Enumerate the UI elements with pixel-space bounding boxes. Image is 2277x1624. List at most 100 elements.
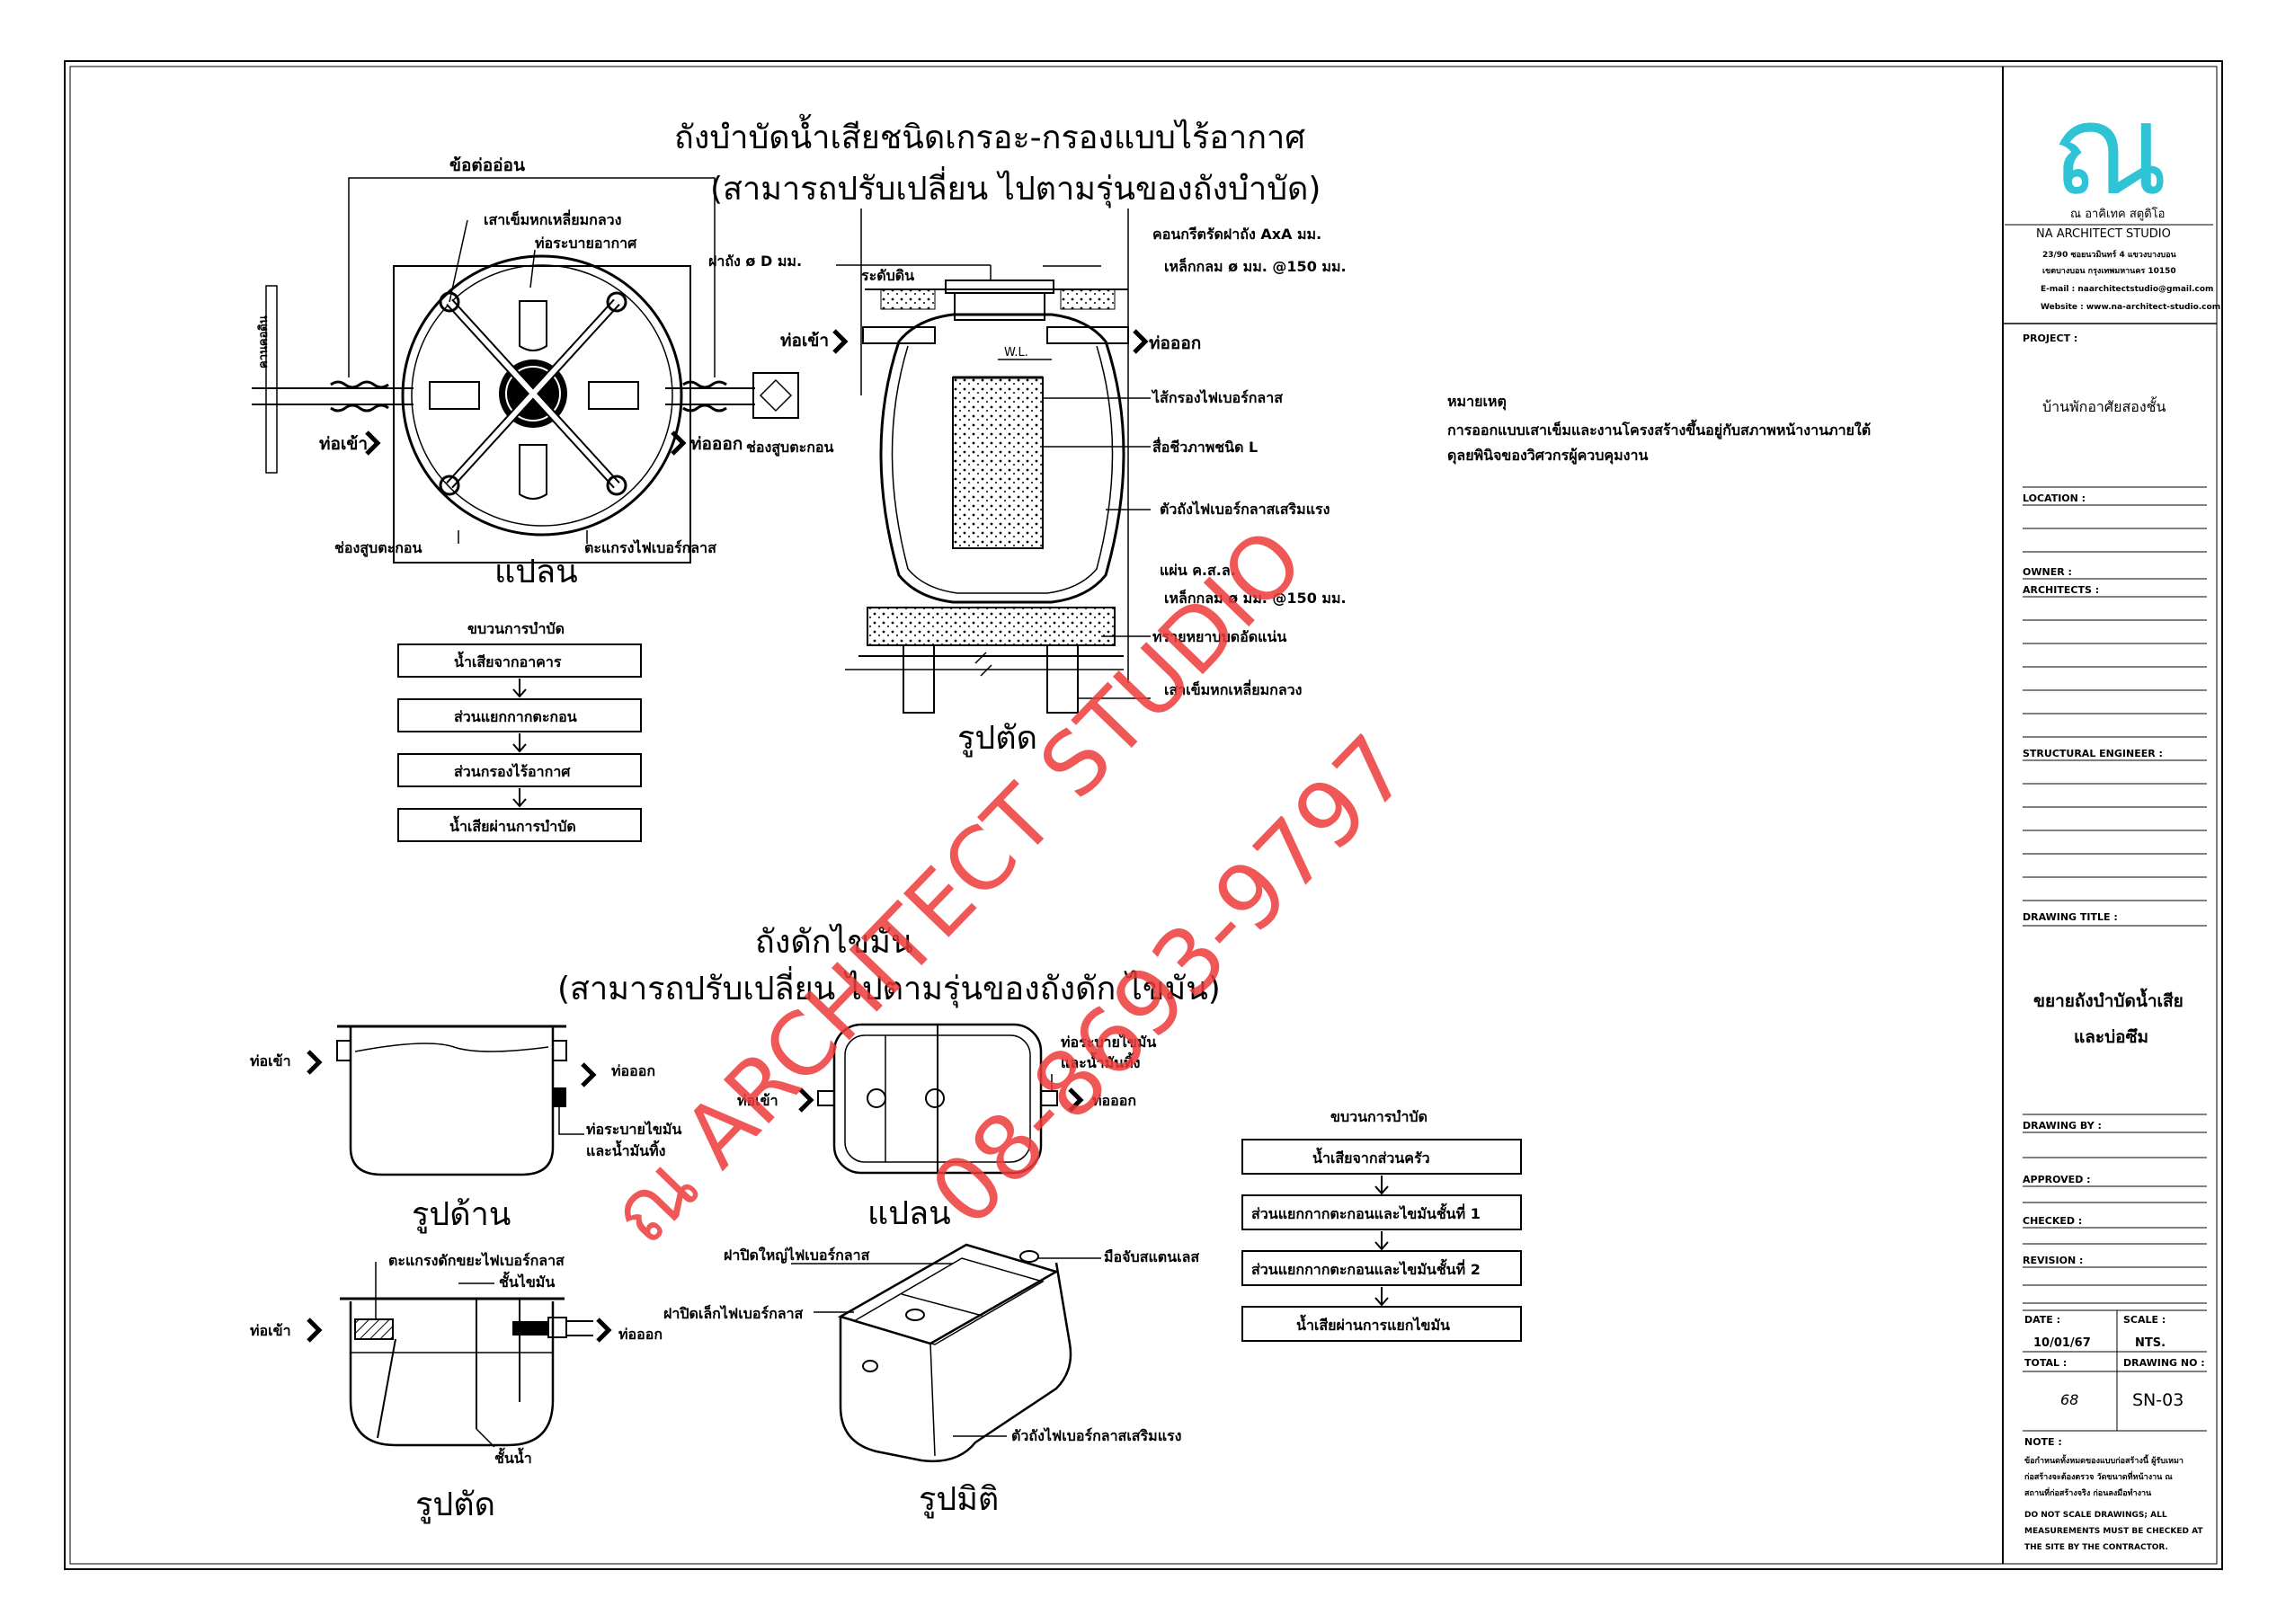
label-rebar-bottom: เหล็กกลม ø มม. @150 มม.	[1164, 588, 1347, 607]
tb-note-line: สถานที่ก่อสร้างจริง ก่อนลงมือทำงาน	[2024, 1486, 2152, 1498]
tb-note-line: ข้อกำหนดทั้งหมดของแบบก่อสร้างนี้ ผู้รับเ…	[2024, 1454, 2184, 1466]
label-vent: ท่อระบายอากาศ	[535, 235, 637, 252]
architects-label: ARCHITECTS :	[2023, 584, 2099, 596]
process-box	[397, 643, 642, 678]
total-label: TOTAL :	[2024, 1357, 2067, 1369]
scale-value: NTS.	[2135, 1336, 2166, 1350]
studio-website: Website : www.na-architect-studio.com	[2041, 303, 2220, 312]
process-step: น้ำเสียผ่านการบำบัด	[449, 815, 576, 835]
gsec-fat-label: ชั้นไขมัน	[499, 1271, 555, 1291]
gplan-drain-label: ท่อระบายไขมัน	[1061, 1034, 1156, 1051]
grease-plan-view: ท่อเข้า ท่อออก ท่อระบายไขมัน และน้ำมันทิ…	[737, 1023, 1156, 1232]
iso-body-label: ตัวถังไฟเบอร์กลาสเสริมแรง	[1011, 1427, 1181, 1444]
studio-email: E-mail : naarchitectstudio@gmail.com	[2041, 285, 2213, 294]
label-wl: W.L.	[1004, 346, 1028, 359]
septic-section: ฝาถัง ø D มม. ระดับดิน คอนกรีตรัดฝาถัง A…	[708, 209, 1347, 758]
note-line: การออกแบบเสาเข็มและงานโครงสร้างขึ้นอยู่ก…	[1447, 419, 1871, 440]
plan-inlet-arrow	[365, 430, 381, 456]
date-value: 10/01/67	[2033, 1336, 2091, 1350]
grease-side-view: ท่อเข้า ท่อออก ท่อระบายไขมัน และน้ำมันทิ…	[250, 1025, 681, 1234]
section-inlet-arrow	[832, 329, 849, 354]
caption-iso: รูปมิติ	[919, 1481, 999, 1519]
iso-handle-label: มือจับสแตนเลส	[1104, 1248, 1199, 1265]
label-sand: ทรายหยาบบดอัดแน่น	[1152, 628, 1286, 645]
septic-note: หมายเหตุ การออกแบบเสาเข็มและงานโครงสร้าง…	[1447, 393, 1871, 466]
label-joint: ข้อต่ออ่อน	[449, 155, 525, 175]
section-inlet-pipe	[862, 326, 936, 344]
septic-subtitle: (สามารถปรับเปลี่ยน ไปตามรุ่นของถังบำบัด)	[710, 166, 1321, 209]
section-pile	[1046, 644, 1079, 714]
caption-plan: แปลน	[494, 554, 578, 590]
grease-iso-view: ฝาปิดใหญ่ไฟเบอร์กลาส ฝาปิดเล็กไฟเบอร์กลา…	[663, 1243, 1199, 1519]
leader-joint	[348, 177, 716, 377]
section-lid	[945, 280, 1054, 294]
date-label: DATE :	[2024, 1314, 2060, 1326]
label-rebar-top: เหล็กกลม ø มม. @150 มม.	[1164, 256, 1347, 275]
plan-outlet-arrow	[671, 430, 687, 456]
label-lid: ฝาถัง ø D มม.	[708, 253, 802, 270]
revision-label: REVISION :	[2023, 1255, 2083, 1266]
studio-address: เขตบางบอน กรุงเทพมหานคร 10150	[2042, 267, 2176, 276]
project-name: บ้านพักอาศัยสองชั้น	[2042, 396, 2166, 415]
label-media-filter: ไส้กรองไฟเบอร์กลาส	[1151, 389, 1283, 406]
iso-body	[839, 1262, 1072, 1462]
gplan-outlet-label: ท่อออก	[1092, 1092, 1136, 1109]
label-section-inspect: ช่องสูบตะกอน	[746, 439, 833, 457]
section-slab	[867, 607, 1116, 646]
gplan-inlet-label: ท่อเข้า	[737, 1092, 778, 1109]
gsec-water-label: ชั้นน้ำ	[494, 1447, 532, 1467]
side-inlet-label: ท่อเข้า	[250, 1052, 291, 1069]
side-drain-label: และน้ำมันทิ้ง	[586, 1140, 665, 1159]
plan-flex-joint	[682, 380, 727, 413]
approved-label: APPROVED :	[2023, 1174, 2091, 1185]
drawing-title: และบ่อซึม	[2074, 1027, 2148, 1047]
plan-bolt	[606, 291, 627, 313]
outer-border	[64, 60, 2223, 1570]
process-box	[397, 698, 642, 732]
septic-process: ขบวนการบำบัด น้ำเสียจากอาคาร ส่วนแยกกากต…	[397, 620, 642, 842]
label-section-pile: เสาเข็มหกเหลี่ยมกลวง	[1164, 679, 1302, 698]
gprocess-step: ส่วนแยกกากตะกอนและไขมันชั้นที่ 2	[1251, 1258, 1481, 1278]
side-body	[349, 1025, 555, 1176]
plan-chamber	[519, 444, 547, 500]
plan-slab	[393, 265, 691, 564]
process-step: น้ำเสียจากอาคาร	[454, 651, 562, 670]
label-outlet: ท่อออก	[690, 434, 743, 454]
label-media-type: สื่อชีวภาพชนิด L	[1152, 437, 1258, 456]
label-section-inlet: ท่อเข้า	[780, 331, 829, 351]
scale-label: SCALE :	[2123, 1314, 2166, 1326]
drawing-title: ขยายถังบำบัดน้ำเสีย	[2033, 988, 2184, 1011]
grease-process-title: ขบวนการบำบัด	[1330, 1108, 1428, 1125]
grease-section-view: ตะแกรงดักขยะไฟเบอร์กลาส ชั้นไขมัน ท่อเข้…	[250, 1252, 663, 1524]
gplan-drain-label: และน้ำมันทิ้ง	[1061, 1052, 1140, 1071]
gprocess-step: ส่วนแยกกากตะกอนและไขมันชั้นที่ 1	[1251, 1202, 1481, 1222]
project-label: PROJECT :	[2023, 333, 2077, 344]
tb-note-line: DO NOT SCALE DRAWINGS; ALL	[2024, 1511, 2167, 1520]
section-tank-body	[879, 313, 1125, 604]
drawing-no-value: SN-03	[2132, 1390, 2184, 1410]
plan-chamber	[429, 381, 480, 410]
section-media	[952, 377, 1044, 549]
label-ground: ระดับดิน	[861, 267, 914, 284]
side-drain-label: ท่อระบายไขมัน	[586, 1121, 681, 1138]
iso-top	[837, 1243, 1060, 1345]
plan-chamber	[588, 381, 639, 410]
process-box	[397, 753, 642, 787]
caption-gplan: แปลน	[867, 1195, 951, 1232]
process-box	[397, 808, 642, 842]
septic-plan: ข้อต่ออ่อน เสาเข็มหกเหลี่ยมกลวง ท่อระบาย…	[252, 155, 799, 590]
checked-label: CHECKED :	[2023, 1215, 2082, 1227]
gsec-inlet-label: ท่อเข้า	[250, 1322, 291, 1339]
plan-bolt	[439, 291, 460, 313]
note-title: หมายเหตุ	[1447, 393, 1507, 411]
title-block: ณ ณ อาคิเทค สตูดิโอ NA ARCHITECT STUDIO …	[2003, 77, 2220, 1552]
tb-note-label: NOTE :	[2024, 1436, 2062, 1448]
gsec-screen-label: ตะแกรงดักขยะไฟเบอร์กลาส	[388, 1252, 565, 1269]
label-grid: ตะแกรงไฟเบอร์กลาส	[584, 539, 716, 556]
process-step: ส่วนกรองไร้อากาศ	[454, 763, 571, 780]
caption-side: รูปด้าน	[412, 1196, 511, 1234]
plan-tank-outer	[401, 254, 683, 537]
drawing-no-label: DRAWING NO :	[2123, 1357, 2205, 1369]
drawn-by-label: DRAWING BY :	[2023, 1120, 2102, 1131]
plan-tank-inner	[411, 264, 673, 527]
